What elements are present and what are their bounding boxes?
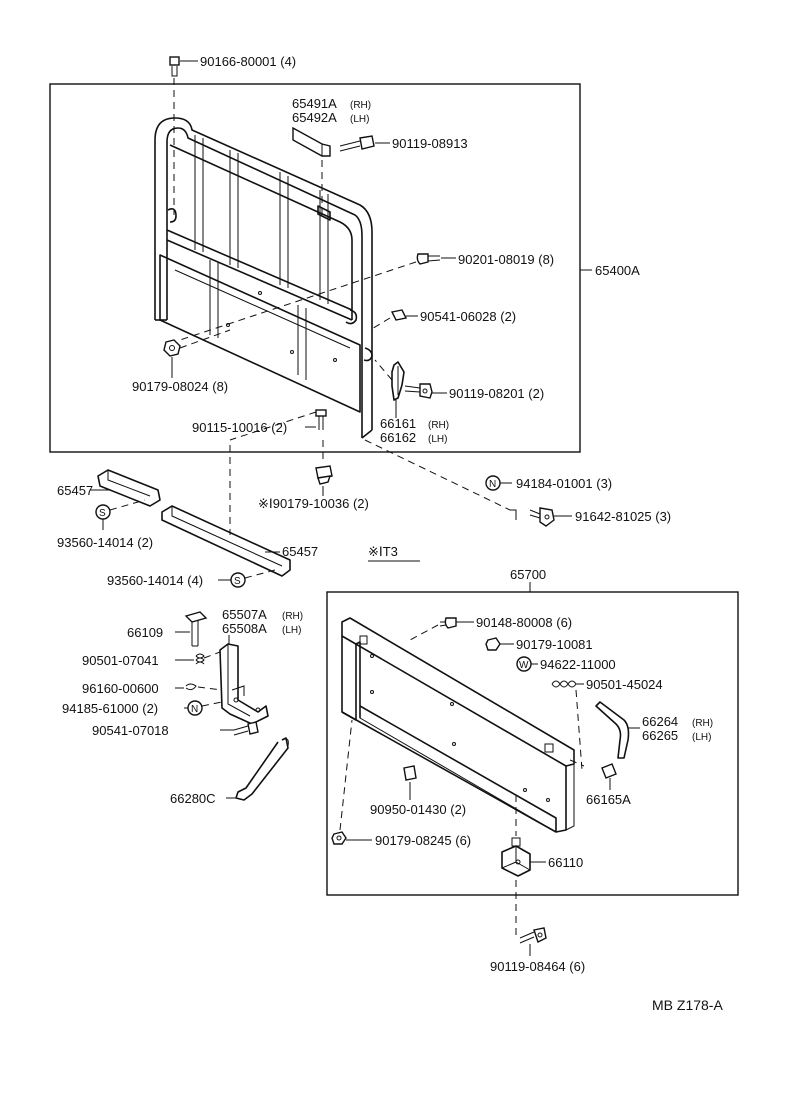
label-90201: 90201-08019 (8) <box>458 252 554 267</box>
plug-90950-icon <box>403 765 417 781</box>
label-66161: 66161 <box>380 416 416 431</box>
symbol-n-b: N <box>191 704 198 715</box>
label-65700: 65700 <box>510 567 546 582</box>
latch-66161-icon <box>374 359 405 401</box>
bolt-90119-08201-icon <box>404 383 433 399</box>
label-65508a: 65508A <box>222 621 267 636</box>
nut-90179-08245-icon <box>331 719 353 845</box>
bolt-91642-icon <box>510 507 555 527</box>
pin-90541-06028-icon <box>369 309 408 331</box>
bolt-90119-08464-icon <box>515 880 547 944</box>
label-90950: 90950-01430 (2) <box>370 802 466 817</box>
label-90119-08913: 90119-08913 <box>392 136 468 151</box>
rod-66280c-icon <box>235 737 289 801</box>
label-90115: 90115-10016 (2) <box>192 420 287 435</box>
symbol-s-b: S <box>234 576 241 587</box>
pin-66109-icon <box>184 611 208 647</box>
bolt-90166-icon <box>169 56 180 215</box>
label-90501-07041: 90501-07041 <box>82 653 159 668</box>
label-65400a: 65400A <box>595 263 640 278</box>
label-90119-08201: 90119-08201 (2) <box>449 386 544 401</box>
label-90501-45024: 90501-45024 <box>586 677 663 692</box>
label-65491a: 65491A <box>292 96 337 111</box>
label-66265-side: (LH) <box>692 732 711 743</box>
label-94185: 94185-61000 (2) <box>62 701 158 716</box>
label-93560-a: 93560-14014 (2) <box>57 535 153 550</box>
symbol-w: W <box>519 660 529 671</box>
hinge-66110-icon <box>501 837 531 877</box>
label-90179-08024: 90179-08024 (8) <box>132 379 228 394</box>
label-90541-06028: 90541-06028 (2) <box>420 309 516 324</box>
label-65457-b: 65457 <box>282 544 318 559</box>
bracket-65507a-icon <box>219 643 269 725</box>
label-65491a-side: (RH) <box>350 100 371 111</box>
clip-96160-icon <box>185 683 197 691</box>
bolt-90541-07018-icon <box>233 721 259 736</box>
bolt-90201-icon <box>179 253 441 341</box>
symbol-n-a: N <box>489 479 496 490</box>
tailgate-65700 <box>341 617 575 833</box>
footer-code: MB Z178-A <box>652 997 723 1013</box>
label-90179-10081: 90179-10081 <box>516 637 593 652</box>
label-65507a-side: (RH) <box>282 611 303 622</box>
label-90166: 90166-80001 (4) <box>200 54 296 69</box>
label-96160: 96160-00600 <box>82 681 159 696</box>
lower-assembly-box <box>326 591 739 896</box>
cable-66264-icon <box>595 701 630 759</box>
label-91642: 91642-81025 (3) <box>575 509 671 524</box>
label-90541-07018: 90541-07018 <box>92 723 169 738</box>
bolt-90148-icon <box>409 617 457 641</box>
label-93560-b: 93560-14014 (4) <box>107 573 203 588</box>
label-66110: 66110 <box>548 855 583 870</box>
bolt-90119-08913-icon <box>339 135 375 152</box>
label-65508a-side: (LH) <box>282 625 301 636</box>
bolt-90115-icon <box>229 409 327 441</box>
nut-90179-10036-icon <box>315 440 333 485</box>
label-66280c: 66280C <box>170 791 216 806</box>
bracket-65457-long-icon <box>161 505 291 577</box>
label-65457-a: 65457 <box>57 483 93 498</box>
spring-90501-07041-icon <box>195 653 205 665</box>
label-65492a: 65492A <box>292 110 337 125</box>
label-66264: 66264 <box>642 714 678 729</box>
nut-90179-10081-icon <box>485 637 501 651</box>
bracket-65491a-icon <box>292 126 331 221</box>
symbol-s-a: S <box>99 508 106 519</box>
nut-90179-08024-icon <box>163 329 231 357</box>
label-90179-10036: ※Ⅰ90179-10036 (2) <box>258 496 369 511</box>
label-65492a-side: (LH) <box>350 114 369 125</box>
rack-frame-65400a <box>154 117 373 439</box>
bracket-65457-small-icon <box>97 469 161 507</box>
label-90119-08464: 90119-08464 (6) <box>490 959 585 974</box>
label-66161-side: (RH) <box>428 420 449 431</box>
label-66109: 66109 <box>127 625 163 640</box>
note-t3: ※ⅠT3 <box>368 544 398 559</box>
label-90179-08245: 90179-08245 (6) <box>375 833 471 848</box>
label-66264-side: (RH) <box>692 718 713 729</box>
label-90148: 90148-80008 (6) <box>476 615 572 630</box>
label-65507a: 65507A <box>222 607 267 622</box>
label-94184: 94184-01001 (3) <box>516 476 612 491</box>
label-66162-side: (LH) <box>428 434 447 445</box>
spring-90501-45024-icon <box>551 680 577 688</box>
label-66265: 66265 <box>642 728 678 743</box>
cap-66165a-icon <box>601 763 617 779</box>
label-94622: 94622-11000 <box>540 657 616 672</box>
upper-assembly-box <box>49 83 581 453</box>
label-66162: 66162 <box>380 430 416 445</box>
label-66165a: 66165A <box>586 792 631 807</box>
